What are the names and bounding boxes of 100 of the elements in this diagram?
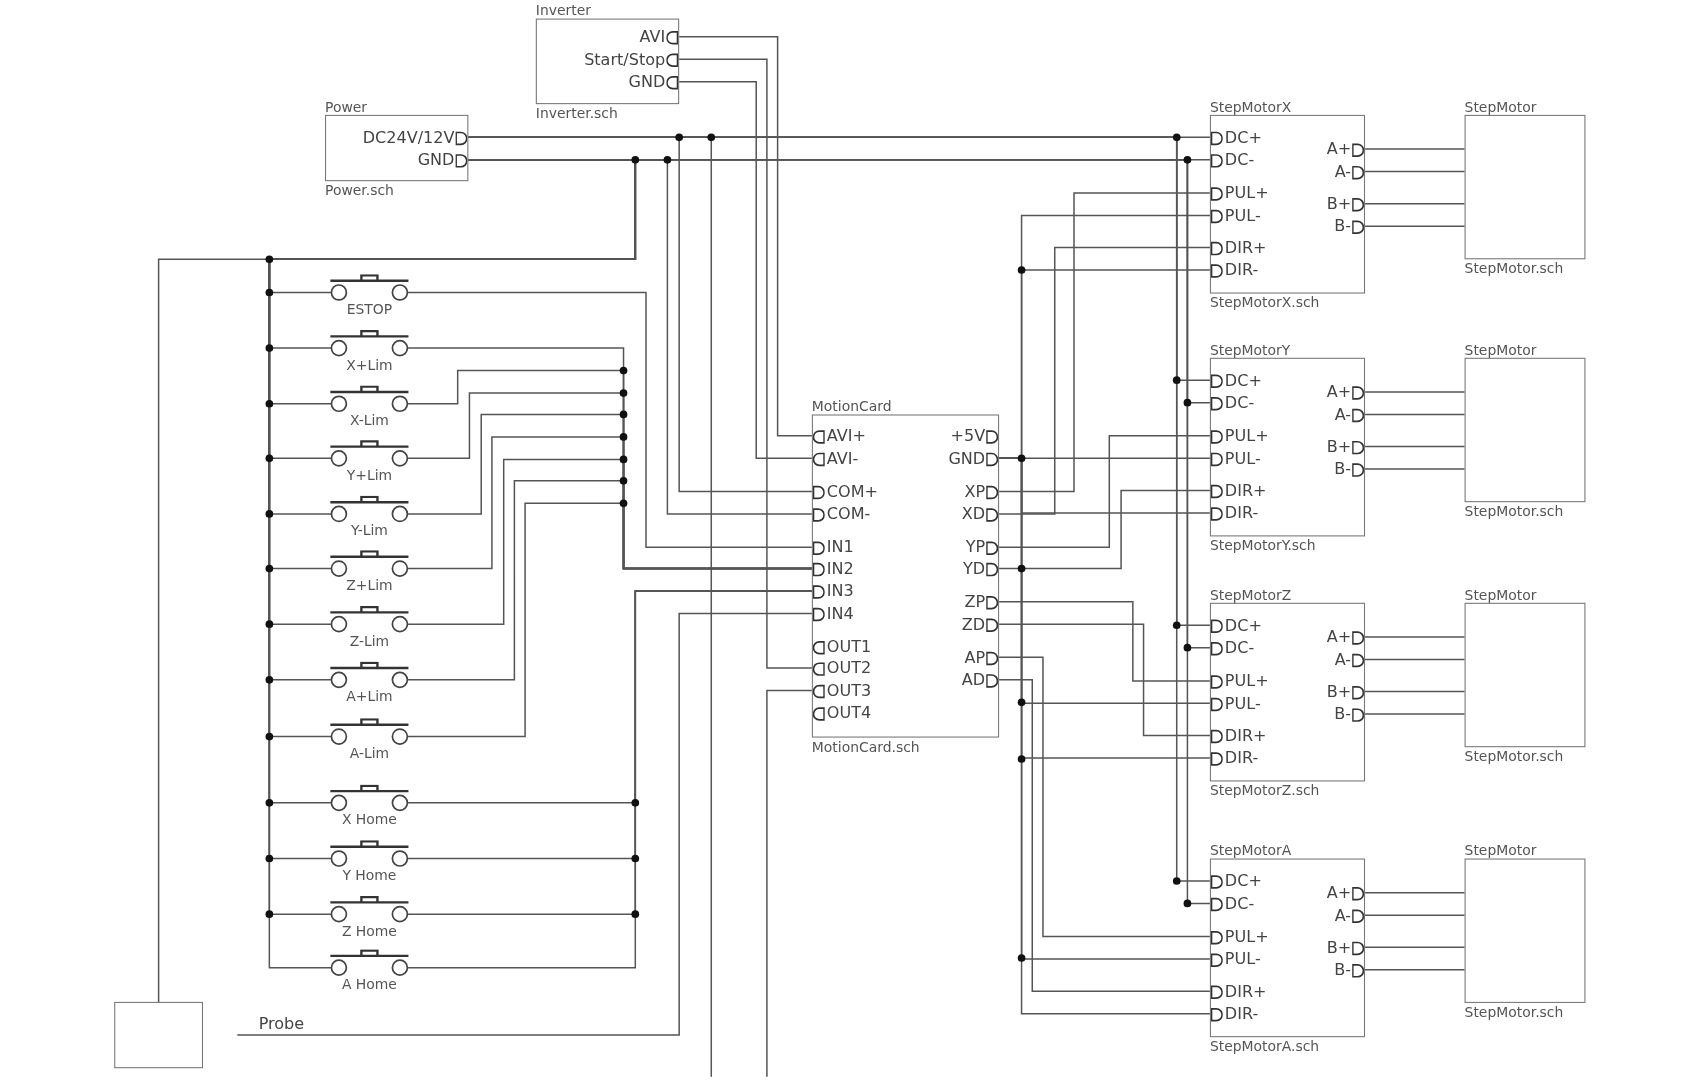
switch-label: X Home (340, 812, 398, 827)
wire (1364, 892, 1466, 894)
wire (406, 291, 813, 548)
wire (1364, 202, 1466, 205)
sheet-file-name: MotionCard.sch (811, 739, 920, 754)
pin-label: A+ (1326, 629, 1352, 646)
push-button-switch (328, 895, 411, 939)
pin-label: DC+ (1224, 873, 1262, 890)
pin-label: DC- (1224, 395, 1255, 412)
sheet-file-name: StepMotor.sch (1464, 749, 1564, 764)
sheet-file-name: StepMotorZ.sch (1209, 783, 1320, 798)
pin-label: A- (1334, 907, 1352, 924)
pin-label: IN4 (826, 606, 854, 623)
pin-label: OUT3 (826, 683, 872, 700)
pin-label: PUL- (1224, 695, 1261, 712)
wire (1364, 636, 1466, 638)
wire (998, 192, 1211, 493)
pin-label: DC+ (1224, 617, 1262, 634)
pin-label: B+ (1326, 439, 1352, 456)
switch-label: A Home (340, 977, 398, 992)
wire (998, 489, 1211, 570)
pin-label: DIR+ (1224, 983, 1267, 1000)
pin-label: B- (1334, 962, 1352, 979)
switch-label: Y Home (341, 868, 398, 883)
pin-label: ZP (964, 594, 986, 611)
wire (998, 435, 1211, 548)
pin-label: GND (948, 450, 986, 467)
wire (1364, 225, 1466, 227)
sheet-file-name: StepMotor.sch (1464, 261, 1564, 276)
pin-label: A- (1334, 164, 1352, 181)
wire (678, 80, 813, 460)
pin-label: DIR- (1224, 1006, 1259, 1023)
pin-label: AD (961, 672, 986, 689)
pin-label: OUT2 (826, 660, 872, 677)
net-label: Probe (258, 1015, 305, 1032)
pin-label: IN2 (826, 561, 854, 578)
pin-label: ZD (961, 616, 986, 633)
wire (998, 246, 1211, 515)
pin-label: PUL+ (1224, 185, 1269, 202)
wire (1364, 690, 1466, 693)
pin-label: PUL+ (1224, 673, 1269, 690)
wire (1364, 468, 1466, 470)
switch-label: Z Home (340, 923, 398, 938)
switch-label: ESTOP (345, 302, 394, 316)
push-button-switch (328, 329, 411, 373)
pin-label: B+ (1326, 196, 1352, 213)
wire (998, 600, 1211, 682)
sheet-file-name: StepMotorA.sch (1209, 1039, 1320, 1054)
sheet-file-name: StepMotor.sch (1464, 1005, 1564, 1019)
switch-label: Z+Lim (345, 578, 394, 593)
pin-label: A+ (1326, 141, 1352, 158)
pin-label: A- (1334, 652, 1352, 669)
switch-label: X+Lim (345, 357, 394, 372)
pin-label: DIR+ (1224, 482, 1267, 499)
wire (406, 502, 813, 738)
pin-label: AVI+ (826, 428, 866, 445)
sheet-file-name: StepMotor.sch (1464, 504, 1564, 519)
sheet-name: Inverter (535, 3, 591, 18)
switch-label: X-Lim (348, 413, 390, 428)
sheet-name: StepMotor (1464, 99, 1537, 114)
sheet-file-name: Power.sch (325, 183, 394, 198)
pin-label: +5V (950, 428, 986, 445)
switch-label: Y-Lim (349, 523, 389, 538)
pin-label: B+ (1326, 939, 1352, 956)
sheet-name: StepMotorX (1209, 99, 1292, 114)
sheet-file-name: StepMotorY.sch (1209, 538, 1316, 553)
wire (467, 136, 712, 1078)
pin-label: DC- (1224, 640, 1255, 657)
pin-label: XD (961, 506, 986, 523)
pin-label: YP (965, 539, 986, 556)
pin-label: COM- (826, 506, 871, 523)
sheet-file-name: Inverter.sch (535, 106, 618, 121)
pin-label: PUL- (1224, 450, 1261, 467)
pin-label: IN1 (826, 539, 854, 556)
pin-label: B- (1334, 706, 1352, 723)
pin-label: COM+ (826, 484, 878, 501)
pin-label: AVI (639, 29, 666, 46)
pin-label: OUT4 (826, 705, 872, 722)
sheet-name: StepMotorA (1209, 843, 1292, 858)
wire (236, 612, 813, 1036)
switch-label: A+Lim (345, 689, 394, 704)
wire (1364, 946, 1466, 949)
pin-label: DIR+ (1224, 727, 1267, 744)
pin-label: DC- (1224, 895, 1255, 912)
wire (1364, 413, 1466, 416)
sheet-name: StepMotorY (1209, 342, 1291, 357)
wire (678, 36, 813, 437)
sheet-name: MotionCard (811, 399, 892, 414)
pin-label: B- (1334, 218, 1352, 235)
wire (998, 623, 1211, 737)
pin-label: Start/Stop (584, 51, 666, 68)
pin-label: XP (964, 484, 986, 501)
pin-label: AVI- (826, 450, 859, 467)
pin-label: YD (963, 561, 986, 578)
pin-label: B- (1334, 461, 1352, 478)
pin-label: B+ (1326, 684, 1352, 701)
wire (678, 58, 813, 669)
sheet-name: StepMotor (1464, 587, 1537, 602)
pin-label: DIR+ (1224, 240, 1267, 257)
pin-label: DIR- (1224, 505, 1259, 522)
